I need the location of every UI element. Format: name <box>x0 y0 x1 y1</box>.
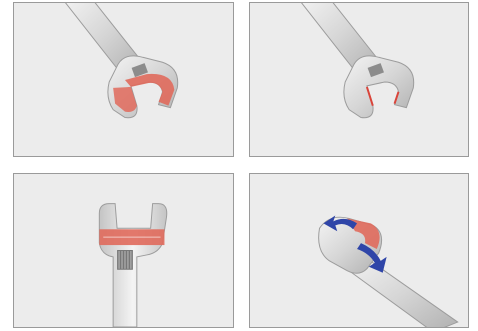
wrench-jaw-highlight-illustration <box>14 3 233 156</box>
wrench-rotation-illustration <box>250 174 468 327</box>
wrench-jaw-scale-illustration <box>14 174 233 327</box>
wrench-panel-jaw-scale <box>13 173 234 328</box>
wrench-jaw-edges-illustration <box>250 3 468 156</box>
wrench-panel-jaw-edges <box>249 2 469 157</box>
wrench-panel-rotation <box>249 173 469 328</box>
wrench-panel-jaw-highlight <box>13 2 234 157</box>
